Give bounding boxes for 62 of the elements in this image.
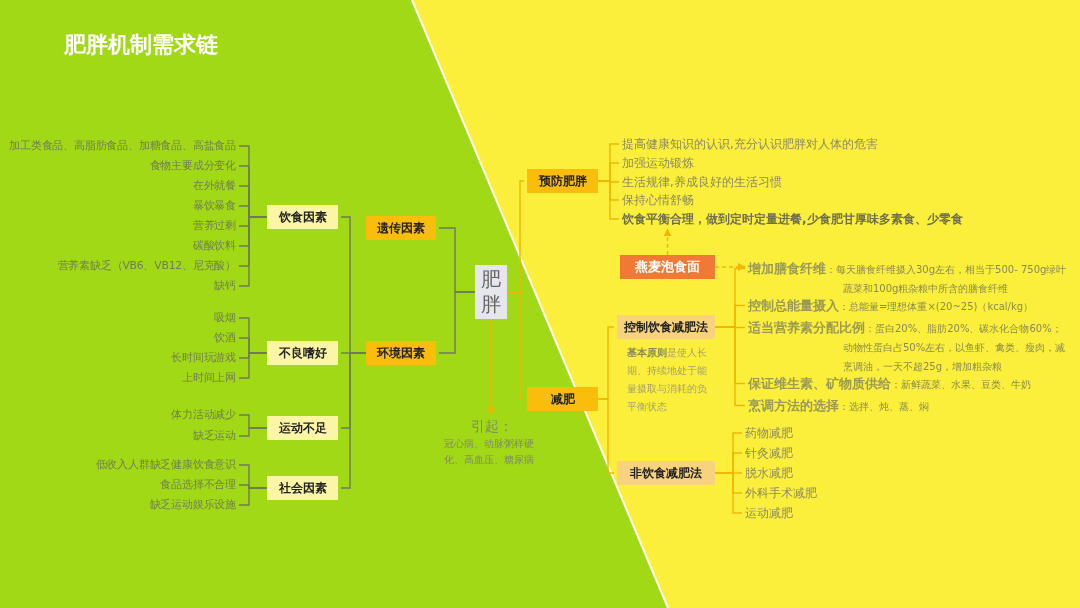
list-item-text: 营养过剩 — [192, 218, 236, 234]
list-item-text: 营养素缺乏（VB6、VB12、尼克酸） — [57, 258, 236, 274]
list-item-text: 脱水减肥 — [745, 465, 793, 481]
list-item-text: 加强运动锻炼 — [622, 155, 694, 171]
connector-line — [238, 352, 268, 379]
list-item-text: 食物主要成分变化 — [149, 158, 236, 174]
arrow — [714, 263, 746, 271]
connector-line — [506, 291, 525, 400]
list-item-text: 食品选择不合理 — [160, 477, 236, 493]
category-box: 饮食因素 — [267, 205, 338, 229]
category-box: 运动不足 — [267, 416, 338, 440]
list-item-text: 运动减肥 — [745, 505, 793, 521]
connector-line — [340, 352, 367, 489]
list-item-text: 吸烟 — [214, 310, 236, 326]
list-item-text: 上时间上网 — [182, 370, 236, 386]
connector-line — [238, 487, 268, 506]
list-item-text: 提高健康知识的认识,充分认识肥胖对人体的危害 — [622, 136, 878, 152]
list-item-text: 饮食平衡合理，做到定时定量进餐,少食肥甘厚味多素食、少零食 — [622, 211, 963, 227]
connector-line — [238, 216, 268, 287]
connector-line — [238, 427, 268, 437]
product-box: 燕麦泡食面 — [620, 255, 715, 279]
arrow — [487, 318, 495, 415]
list-item-text: 针灸减肥 — [745, 445, 793, 461]
list-item-text: 保证维生素、矿物质供给：新鲜蔬菜、水果、豆类、牛奶 — [748, 374, 1070, 394]
category-box: 社会因素 — [267, 476, 338, 500]
list-item-text: 加工类食品、高脂肪食品、加糖食品、高盐食品 — [9, 138, 236, 154]
note-text: 基本原则是使人长期、持续地处于能量摄取与消耗的负平衡状态 — [627, 346, 708, 414]
list-item-text: 缺乏运动娱乐设施 — [149, 497, 236, 513]
list-item-text: 适当营养素分配比例：蛋白20%、脂肪20%、碳水化合物60%；动物性蛋白占50%左右，以鱼虾、禽类、瘦肉，减烹调油，一天不超25g，增加粗杂粮 — [748, 318, 1070, 376]
connector-line — [714, 326, 746, 407]
list-item-text: 控制总能量摄入：总能量=理想体重×(20~25)（kcal/kg） — [748, 296, 1070, 316]
connector-line — [438, 291, 476, 354]
category-box: 不良嗜好 — [267, 341, 338, 365]
category-box: 减肥 — [527, 387, 598, 411]
list-item-text: 饮酒 — [214, 330, 236, 346]
list-item-text: 增加膳食纤维：每天膳食纤维摄入30g左右，相当于500- 750g绿叶蔬菜和100g粗杂粮中所含的膳食纤维 — [748, 259, 1070, 298]
connector-line — [597, 180, 620, 220]
caption-heading: 引起： — [470, 417, 514, 436]
category-box: 预防肥胖 — [527, 169, 598, 193]
title: 肥胖机制需求链 — [64, 31, 218, 59]
list-item-text: 缺乏运动 — [192, 428, 236, 444]
list-item-text: 药物减肥 — [745, 425, 793, 441]
list-item-text: 在外就餐 — [192, 178, 236, 194]
category-box: 非饮食减肥法 — [617, 461, 715, 485]
list-item-text: 碳酸饮料 — [192, 238, 236, 254]
list-item-text: 烹调方法的选择：选拌、炖、蒸、焖 — [748, 396, 1070, 416]
category-box: 控制饮食减肥法 — [617, 315, 715, 339]
center-box: 肥胖 — [475, 265, 507, 319]
list-item-text: 外科手术减肥 — [745, 485, 817, 501]
list-item-text: 体力活动减少 — [171, 407, 236, 423]
caption-text: 冠心病、动脉粥样硬化、高血压、糖尿病 — [444, 437, 535, 467]
connector-line — [714, 472, 743, 514]
list-item-text: 缺钙 — [214, 278, 236, 294]
connector-line — [597, 398, 615, 474]
category-box: 遗传因素 — [366, 216, 436, 240]
list-item-text: 暴饮暴食 — [192, 198, 236, 214]
list-item-text: 生活规律,养成良好的生活习惯 — [622, 174, 782, 190]
category-box: 环境因素 — [366, 341, 436, 365]
list-item-text: 低收入人群缺乏健康饮食意识 — [95, 457, 236, 473]
list-item-text: 长时间玩游戏 — [171, 350, 236, 366]
list-item-text: 保持心情舒畅 — [622, 192, 694, 208]
arrow — [663, 228, 672, 256]
